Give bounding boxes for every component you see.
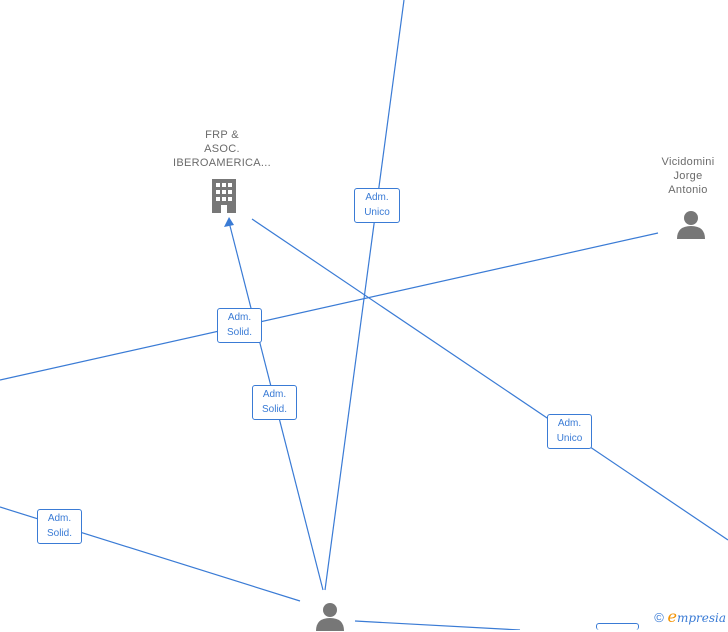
edge-label-adm-solid-center[interactable]: Adm. Solid. <box>252 385 297 420</box>
edge-label-line: Unico <box>556 433 583 444</box>
edge-label-adm-unico-right[interactable]: Adm. Unico <box>547 414 592 449</box>
edge-label-line: Adm. <box>365 192 389 203</box>
person-icon[interactable] <box>315 602 345 632</box>
edge-label-line: Unico <box>364 207 390 218</box>
edge-label-line: Adm. <box>557 418 582 429</box>
copyright-symbol: © <box>654 610 664 625</box>
empresia-logo-text: mpresia <box>676 611 726 625</box>
edge-label-partial[interactable] <box>596 623 639 630</box>
edge-label-line: Solid. <box>226 327 252 338</box>
edge-company-to-right <box>251 218 728 541</box>
company-label-line-3: IBEROAMERICA... <box>172 157 272 169</box>
edge-label-line: Adm. <box>227 312 252 323</box>
company-label-line-2: ASOC. <box>204 143 240 155</box>
edge-label-line: Adm. <box>262 389 287 400</box>
edge-label-line: Solid. <box>46 528 72 539</box>
edge-label-adm-solid-bottom[interactable]: Adm. Solid. <box>37 509 82 544</box>
company-node-label[interactable]: FRP & ASOC. IBEROAMERICA... <box>162 128 282 170</box>
copyright-footer: © empresia <box>654 607 726 626</box>
empresia-logo-e: e <box>667 607 677 626</box>
vicidomini-label-line-3: Antonio <box>668 184 708 196</box>
vicidomini-label-line-2: Jorge <box>673 170 703 182</box>
edge-bottom-person-to-right <box>354 620 521 630</box>
edge-left-to-vicidomini <box>0 232 659 381</box>
building-icon[interactable] <box>209 179 239 213</box>
edge-label-adm-solid-left[interactable]: Adm. Solid. <box>217 308 262 343</box>
vicidomini-label-line-1: Vicidomini <box>661 156 715 168</box>
person-icon[interactable] <box>676 210 706 240</box>
arrowhead-icon <box>224 217 234 227</box>
company-label-line-1: FRP & <box>205 129 239 141</box>
empresia-logo[interactable]: empresia <box>667 607 726 626</box>
vicidomini-node-label[interactable]: Vicidomini Jorge Antonio <box>638 155 728 197</box>
edge-label-adm-unico-top[interactable]: Adm. Unico <box>354 188 400 223</box>
edge-label-line: Solid. <box>261 404 287 415</box>
edge-label-line: Adm. <box>47 513 72 524</box>
